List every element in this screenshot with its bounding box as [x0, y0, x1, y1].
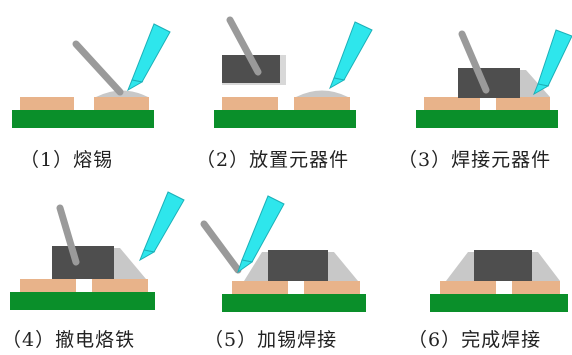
solder-wire: [537, 29, 572, 87]
solder-joint-right: [328, 252, 358, 281]
step-4-caption: （4）撤电烙铁: [2, 329, 136, 351]
component: [458, 68, 520, 98]
pad-right: [496, 97, 550, 110]
pad-right: [512, 281, 560, 294]
pad-right: [304, 281, 360, 294]
step-1-caption: （1）熔锡: [20, 149, 114, 171]
soldering-iron: [200, 220, 242, 274]
molten-solder: [296, 90, 348, 97]
solder-joint: [520, 70, 550, 97]
step-6-caption: （6）完成焊接: [408, 329, 542, 351]
step-3-illustration: [416, 29, 572, 128]
pad-left: [232, 281, 288, 294]
solder-wire-tip: [533, 83, 550, 96]
soldering-iron: [56, 204, 80, 266]
pad-left: [424, 97, 480, 110]
pad-left: [222, 97, 278, 110]
step-5-caption: （5）加锡焊接: [204, 329, 338, 351]
soldering-iron: [72, 40, 124, 96]
pad-right: [92, 279, 148, 292]
step-6-illustration: [430, 250, 568, 312]
pad-left: [20, 279, 76, 292]
circuit-board: [214, 110, 356, 128]
solder-joint-left: [446, 252, 474, 281]
solder-wire-tip: [329, 77, 346, 90]
pad-left: [440, 281, 496, 294]
circuit-board: [416, 110, 558, 128]
component: [474, 250, 532, 281]
soldering-iron: [458, 30, 490, 94]
pad-left: [20, 97, 74, 110]
solder-joint-left: [244, 252, 268, 281]
solder-joint: [114, 248, 146, 279]
solder-wire: [143, 191, 185, 253]
step-2-caption: （2）放置元器件: [196, 149, 350, 171]
solder-wire-tip: [127, 79, 144, 92]
component: [52, 246, 114, 279]
step-4-illustration: [10, 191, 185, 310]
circuit-board: [12, 110, 154, 128]
step-3-caption: （3）焊接元器件: [398, 149, 552, 171]
circuit-board: [10, 292, 155, 310]
component: [268, 250, 328, 281]
step-5-illustration: [200, 195, 366, 312]
step-2-illustration: [214, 16, 373, 128]
circuit-board: [222, 294, 366, 312]
pad-right: [294, 97, 350, 110]
solder-wire-tip: [237, 259, 254, 274]
solder-wire: [131, 23, 171, 83]
solder-joint-right: [532, 252, 560, 281]
solder-wire-tip: [139, 249, 156, 262]
circuit-board: [430, 294, 568, 312]
solder-wire: [333, 21, 373, 81]
soldering-iron: [226, 16, 262, 76]
pad-right: [94, 97, 149, 110]
step-1-illustration: [12, 23, 171, 128]
